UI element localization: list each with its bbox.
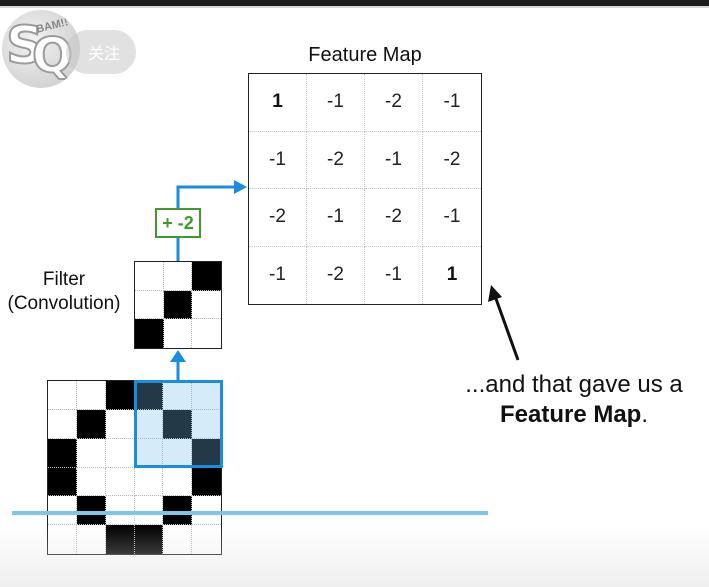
image-pixel-white	[76, 467, 106, 497]
feature-map-cell: 1	[446, 264, 458, 286]
filter-label-line2: (Convolution)	[7, 293, 121, 314]
caption-line1: ...and that gave us a	[465, 371, 683, 398]
filter-cell-black	[192, 262, 221, 291]
image-pixel-white	[134, 467, 164, 497]
image-pixel-white	[105, 409, 135, 439]
feature-map-cell: -2	[365, 74, 423, 132]
image-pixel-black	[163, 409, 193, 439]
convolution-window-highlight	[134, 380, 223, 468]
filter-label-line1: Filter	[42, 269, 86, 290]
feature-map-cell: 1	[249, 74, 307, 132]
caption-line2: Feature Map.	[440, 400, 708, 430]
filter-cell-white	[135, 290, 164, 320]
filter-cell-black	[135, 319, 164, 348]
top-bar-shadow	[0, 6, 709, 8]
image-pixel-black	[134, 381, 164, 410]
caption-pointer-arrow	[493, 295, 520, 361]
feature-map-cell: -1	[423, 74, 481, 132]
arrow-window-to-filter-head	[170, 350, 186, 362]
image-pixel-white	[134, 496, 164, 526]
follow-button-label[interactable]: 关注	[88, 44, 121, 63]
caption-period: .	[641, 401, 649, 428]
image-pixel-black	[48, 438, 77, 468]
image-pixel-black	[76, 409, 106, 439]
image-pixel-white	[192, 496, 221, 526]
caption-pointer-arrow-head	[488, 285, 502, 302]
image-pixel-white	[134, 409, 164, 439]
follow-button[interactable]	[66, 30, 136, 74]
image-pixel-black	[105, 381, 135, 410]
image-pixel-white	[105, 438, 135, 468]
feature-map-cell: -2	[307, 246, 365, 304]
arrow-bias-to-feature-map-head	[234, 180, 247, 194]
feature-map-cell: -2	[249, 189, 307, 247]
feature-map-cell: -2	[307, 131, 365, 189]
filter-cell-white	[164, 319, 193, 348]
caption: ...and that gave us a Feature Map.	[440, 370, 708, 430]
caption-feature-map-bold: Feature Map	[499, 401, 642, 428]
feature-map-cell: -2	[365, 189, 423, 247]
image-pixel-white	[163, 381, 193, 410]
filter-cell-white	[163, 262, 193, 291]
feature-map-cell: -1	[249, 131, 307, 189]
image-pixel-white	[48, 381, 77, 410]
image-pixel-black	[48, 467, 77, 497]
feature-map-cell: -1	[365, 131, 423, 189]
feature-map-cell: -1	[365, 246, 423, 304]
bias-box: + -2	[155, 208, 201, 238]
logo-letter-s: S	[5, 15, 44, 77]
image-pixel-white	[48, 496, 77, 526]
feature-map-title: Feature Map	[308, 44, 422, 66]
arrow-bias-to-feature-map	[176, 185, 236, 208]
image-pixel-white	[76, 438, 106, 468]
image-pixel-white	[76, 381, 106, 410]
video-progress-bar[interactable]	[12, 511, 488, 515]
image-pixel-black	[76, 496, 106, 526]
filter-label: Filter (Convolution)	[0, 268, 128, 316]
image-pixel-white	[105, 467, 135, 497]
image-pixel-white	[192, 410, 221, 439]
video-controls-overlay[interactable]	[0, 525, 709, 587]
feature-map-cell: -1	[249, 246, 307, 304]
feature-map-cell: -1	[307, 74, 365, 132]
top-bar	[0, 0, 709, 6]
image-pixel-black	[192, 467, 221, 497]
image-pixel-white	[163, 467, 193, 497]
filter-cell-white	[192, 291, 221, 320]
filter-grid	[134, 261, 222, 349]
feature-map-cell: -1	[423, 189, 481, 247]
feature-map-cell: -2	[423, 132, 481, 189]
image-pixel-white	[105, 496, 135, 526]
image-pixel-black	[163, 496, 193, 526]
feature-map-cell: -1	[307, 189, 365, 247]
filter-cell-black	[163, 290, 193, 320]
filter-cell-white	[135, 262, 164, 291]
image-pixel-white	[48, 409, 77, 439]
image-pixel-white	[192, 381, 221, 410]
